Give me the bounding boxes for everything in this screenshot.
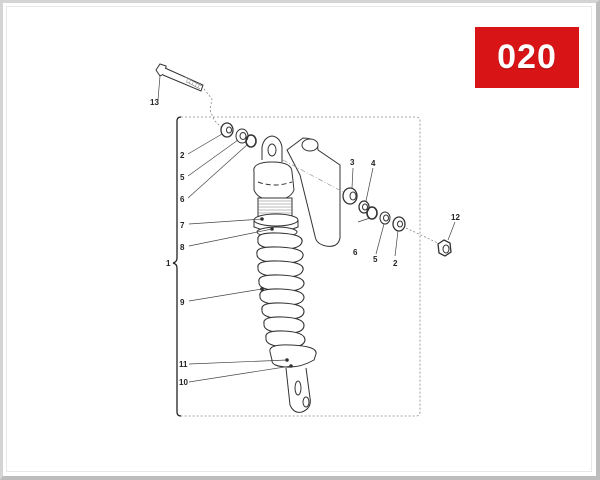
callout-7: 7	[180, 221, 185, 230]
shock-top-eye-icon	[253, 135, 295, 201]
seal-icon	[358, 200, 370, 214]
o-ring-right-icon	[366, 206, 378, 220]
callout-11: 11	[179, 360, 188, 369]
nut-icon	[437, 239, 452, 257]
image-frame-inner	[6, 6, 592, 472]
callout-13: 13	[150, 98, 159, 107]
assembly-boundary	[181, 116, 421, 417]
spacer-right-icon	[379, 211, 391, 225]
bearing-icon	[342, 187, 358, 205]
lower-clevis-icon	[269, 344, 317, 413]
callout-2-left: 2	[180, 151, 185, 160]
callout-4: 4	[371, 159, 376, 168]
washer-left-icon	[220, 122, 234, 138]
washer-right-icon	[392, 216, 406, 232]
o-ring-left-icon	[245, 134, 257, 148]
callout-10: 10	[179, 378, 188, 387]
bolt-icon	[155, 63, 204, 92]
callout-6-right: 6	[353, 248, 358, 257]
callout-5-right: 5	[373, 255, 378, 264]
reservoir-icon	[286, 137, 341, 247]
callout-labels: 13 2 5 6 7 8 9 11 10 3 4 6 5 2 12 1	[150, 98, 460, 387]
callout-5-left: 5	[180, 173, 185, 182]
callout-3: 3	[350, 158, 355, 167]
callout-6-left: 6	[180, 195, 185, 204]
callout-2-right: 2	[393, 259, 398, 268]
callout-1-assembly: 1	[166, 259, 171, 268]
spring-icon	[256, 232, 306, 348]
assembly-bracket	[172, 116, 182, 417]
spacer-left-icon	[235, 128, 249, 144]
callout-8: 8	[180, 243, 185, 252]
callout-9: 9	[180, 298, 185, 307]
section-number-badge: 020	[475, 27, 579, 88]
callout-12: 12	[451, 213, 460, 222]
